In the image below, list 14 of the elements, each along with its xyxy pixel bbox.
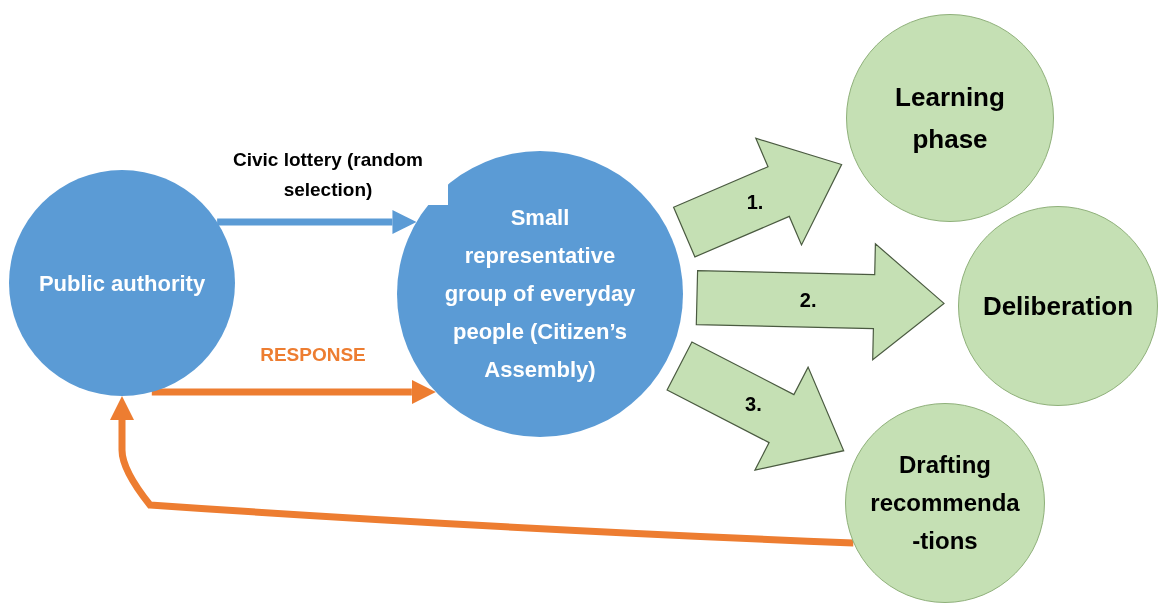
node-label: Learning phase bbox=[894, 81, 1006, 156]
node-label: Drafting recommenda -tions bbox=[870, 450, 1020, 556]
node-label: Small representative group of everyday people (Citizen’s Assembly) bbox=[443, 204, 637, 384]
arrow bbox=[110, 396, 854, 547]
node-label: Public authority bbox=[38, 269, 206, 298]
edge-label: 3. bbox=[745, 392, 762, 418]
arrow bbox=[151, 380, 436, 404]
block-arrow bbox=[695, 242, 945, 361]
block-arrow bbox=[666, 341, 845, 472]
edge-label: 2. bbox=[799, 288, 817, 314]
node-label: Deliberation bbox=[982, 289, 1134, 323]
arrow bbox=[217, 210, 417, 234]
edge-label: 1. bbox=[746, 189, 764, 215]
block-arrow bbox=[672, 137, 843, 258]
